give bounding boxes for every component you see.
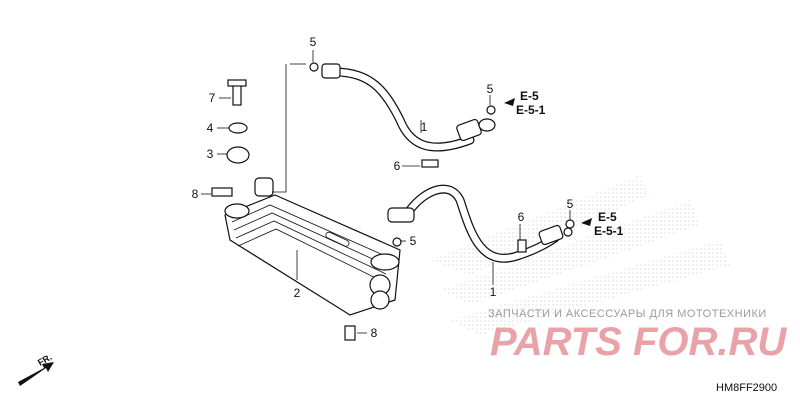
callout-5-lower-right: 5 [567, 197, 574, 211]
callout-2: 2 [294, 286, 301, 300]
callout-8-bottom: 8 [371, 326, 378, 340]
callout-6-upper: 6 [394, 159, 401, 173]
leader-lines [201, 50, 571, 334]
callout-4: 4 [207, 121, 214, 135]
callouts: 5 7 4 3 8 1 5 6 5 2 6 5 1 8 [192, 35, 574, 340]
callout-5-upper-right: 5 [487, 82, 494, 96]
callout-1-upper: 1 [421, 120, 428, 134]
ref-e5-top: E-5 [520, 89, 539, 103]
callout-3: 3 [207, 147, 214, 161]
ref-e51-right: E-5-1 [594, 224, 624, 238]
ref-e5-right: E-5 [598, 210, 617, 224]
callout-5-top: 5 [310, 35, 317, 49]
diagram-code: HM8FF2900 [716, 382, 777, 394]
callout-8-left: 8 [192, 187, 199, 201]
callout-6-lower: 6 [518, 210, 525, 224]
ref-e51-top: E-5-1 [516, 103, 546, 117]
reference-arrows [504, 98, 592, 226]
oil-hose-upper [321, 63, 496, 152]
watermark-brand: PARTS FOR.RU [490, 320, 787, 364]
oil-hose-lower [387, 184, 573, 263]
callout-7: 7 [209, 91, 216, 105]
reference-labels: E-5 E-5-1 E-5 E-5-1 [516, 89, 624, 238]
callout-5-middle: 5 [410, 234, 417, 248]
watermark-tagline: ЗАПЧАСТИ И АКСЕССУАРЫ ДЛЯ МОТОТЕХНИКИ [488, 308, 767, 320]
mount-parts [211, 62, 575, 341]
oil-cooler [224, 194, 401, 316]
callout-1-lower: 1 [490, 285, 497, 299]
front-direction-indicator: FR. [18, 352, 54, 386]
